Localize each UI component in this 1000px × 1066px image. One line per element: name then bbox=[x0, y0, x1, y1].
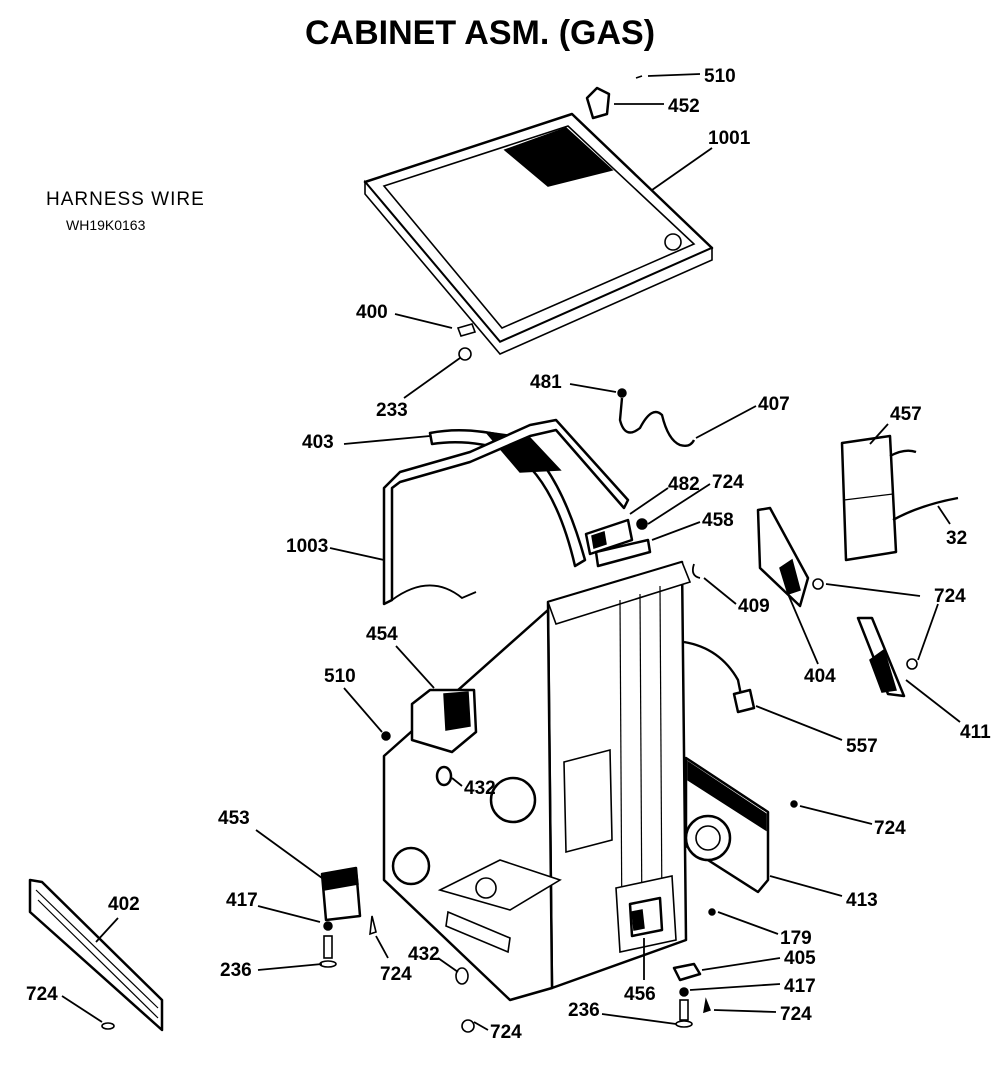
callout-labels: 510 452 1001 400 233 481 407 457 403 482… bbox=[26, 66, 991, 1043]
harness-wire-heading: HARNESS WIRE bbox=[46, 189, 205, 210]
callout-label: 432 bbox=[464, 778, 496, 799]
callout-label: 400 bbox=[356, 302, 388, 323]
callout-label: 724 bbox=[780, 1004, 812, 1025]
callout-label: 405 bbox=[784, 948, 816, 969]
callout-label: 724 bbox=[712, 472, 744, 493]
callout-label: 236 bbox=[568, 1000, 600, 1021]
callout-label: 32 bbox=[946, 528, 967, 549]
callout-label: 457 bbox=[890, 404, 922, 425]
callout-label: 417 bbox=[226, 890, 258, 911]
callout-label: 557 bbox=[846, 736, 878, 757]
callout-label: 402 bbox=[108, 894, 140, 915]
callout-label: 452 bbox=[668, 96, 700, 117]
callout-label: 233 bbox=[376, 400, 408, 421]
callout-label: 510 bbox=[704, 66, 736, 87]
switch-assembly-part bbox=[584, 518, 652, 568]
callout-label: 481 bbox=[530, 372, 562, 393]
grommet-part bbox=[435, 765, 453, 787]
right-leg-hardware-part bbox=[455, 908, 716, 1033]
access-panel-part bbox=[756, 506, 824, 608]
callout-label: 1003 bbox=[286, 536, 328, 557]
control-panel-part bbox=[428, 429, 587, 568]
callout-label: 432 bbox=[408, 944, 440, 965]
terminal-hook-part bbox=[691, 563, 701, 579]
top-clip-part bbox=[585, 75, 643, 120]
callout-label: 724 bbox=[874, 818, 906, 839]
callout-label: 413 bbox=[846, 890, 878, 911]
callout-label: 724 bbox=[934, 586, 966, 607]
diagram-title: CABINET ASM. (GAS) bbox=[305, 14, 655, 52]
callout-label: 458 bbox=[702, 510, 734, 531]
callout-label: 404 bbox=[804, 666, 836, 687]
callout-label: 456 bbox=[624, 984, 656, 1005]
callout-label: 510 bbox=[324, 666, 356, 687]
blower-housing-part bbox=[684, 756, 798, 894]
callout-label: 724 bbox=[490, 1022, 522, 1043]
harness-wire-part-number: WH19K0163 bbox=[66, 217, 146, 233]
callout-label: 403 bbox=[302, 432, 334, 453]
rear-frame-part bbox=[382, 418, 630, 606]
cover-plate-part bbox=[856, 616, 918, 698]
leader-lines bbox=[61, 73, 961, 1031]
callout-label: 411 bbox=[960, 722, 991, 743]
rear-panel-part bbox=[840, 434, 959, 562]
access-door-part bbox=[615, 875, 677, 953]
harness-wire-part bbox=[617, 388, 696, 448]
callout-label: 1001 bbox=[708, 128, 751, 149]
callout-label: 454 bbox=[366, 624, 398, 645]
top-cover-part bbox=[363, 112, 714, 355]
hinge-clip-part bbox=[456, 323, 477, 361]
leg-bracket-part bbox=[319, 866, 377, 968]
callout-label: 409 bbox=[738, 596, 770, 617]
callout-label: 417 bbox=[784, 976, 816, 997]
kick-panel-part bbox=[28, 878, 164, 1032]
cabinet-body-part bbox=[382, 560, 692, 1002]
callout-label: 724 bbox=[26, 984, 58, 1005]
callout-label: 407 bbox=[758, 394, 790, 415]
connector-wire-part bbox=[683, 640, 756, 714]
bracket-part bbox=[381, 688, 478, 754]
callout-label: 482 bbox=[668, 474, 700, 495]
callout-label: 179 bbox=[780, 928, 812, 949]
callout-label: 453 bbox=[218, 808, 250, 829]
callout-label: 724 bbox=[380, 964, 412, 985]
callout-label: 236 bbox=[220, 960, 252, 981]
